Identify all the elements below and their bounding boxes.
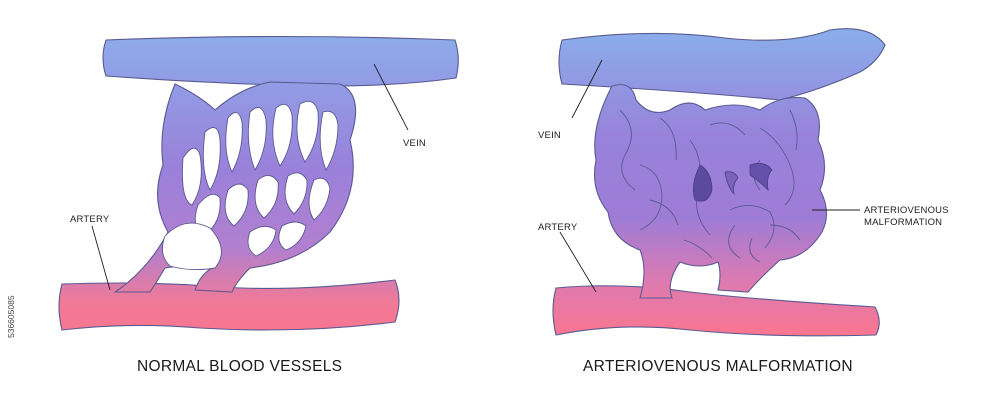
- avm-vein-leader: [571, 59, 603, 119]
- stock-image-id: 536605085: [6, 295, 16, 338]
- avm-caption: ARTERIOVENOUS MALFORMATION: [583, 358, 853, 375]
- normal-vein-leader: [373, 63, 409, 131]
- normal-vessels-illustration: VEIN ARTERY NORMAL BLOOD VESSELS: [58, 35, 459, 375]
- normal-caption: NORMAL BLOOD VESSELS: [137, 358, 342, 375]
- avm-shunt-right: [749, 162, 773, 192]
- normal-vein-shape: [102, 35, 459, 87]
- avm-vein-label: VEIN: [538, 130, 561, 141]
- avm-shunt-left: [692, 164, 713, 202]
- avm-shunt-mid: [724, 171, 739, 196]
- avm-vein-shape: [558, 28, 886, 101]
- avm-malformation-label-line1: ARTERIOVENOUS: [864, 205, 949, 216]
- normal-artery-label: ARTERY: [70, 214, 110, 225]
- avm-malformation-label-line2: MALFORMATION: [864, 217, 942, 228]
- capillary-gaps: [161, 100, 339, 271]
- normal-artery-leader: [91, 225, 111, 291]
- avm-illustration: VEIN ARTERY ARTERIOVENOUS MALFORMATION A…: [538, 28, 949, 375]
- avm-artery-label: ARTERY: [538, 222, 578, 233]
- normal-vein-label: VEIN: [403, 138, 426, 149]
- avm-artery-shape: [552, 285, 880, 337]
- avm-artery-leader: [559, 231, 597, 293]
